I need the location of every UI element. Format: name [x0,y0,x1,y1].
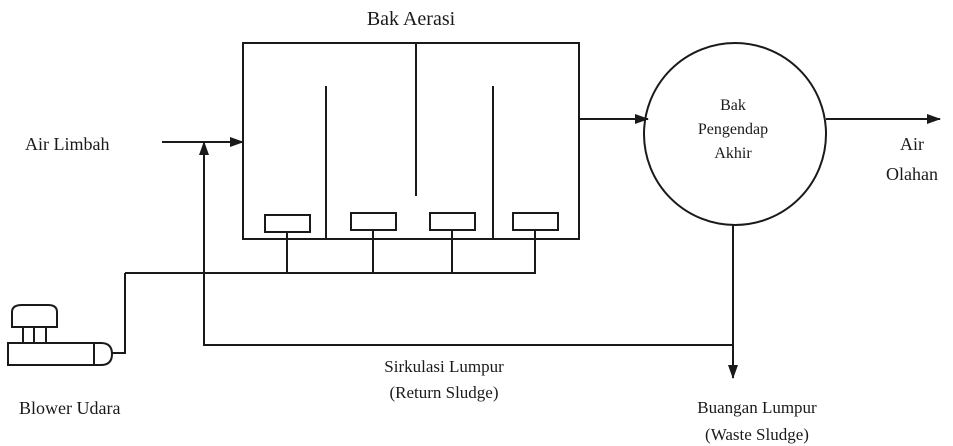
waste-sludge-label-2: (Waste Sludge) [705,425,809,444]
air-distribution-pipes [112,230,536,354]
clarifier-label-2: Pengendap [698,121,768,138]
clarifier-circle [643,42,827,226]
air-olahan-label-1: Air [900,134,924,154]
clarifier-label-3: Akhir [714,145,752,162]
return-sludge-label-2: (Return Sludge) [389,383,498,402]
blower-icon [7,304,114,366]
aeration-tank-body [242,42,580,240]
aeration-tank-label: Bak Aerasi [367,8,456,30]
air-olahan-label-2: Olahan [886,164,938,184]
blower-air-pipe [112,273,126,354]
diffuser-1 [264,214,311,233]
blower-label: Blower Udara [19,398,120,418]
waste-sludge-label-1: Buangan Lumpur [697,398,817,417]
aeration-tank [242,42,580,240]
diffuser-3 [429,212,476,231]
return-sludge-label-1: Sirkulasi Lumpur [384,357,504,376]
air-limbah-label: Air Limbah [25,134,109,154]
clarifier-label-1: Bak [720,97,746,114]
return-sludge-line [199,141,733,346]
diffuser-4 [512,212,559,231]
diffuser-2 [350,212,397,231]
